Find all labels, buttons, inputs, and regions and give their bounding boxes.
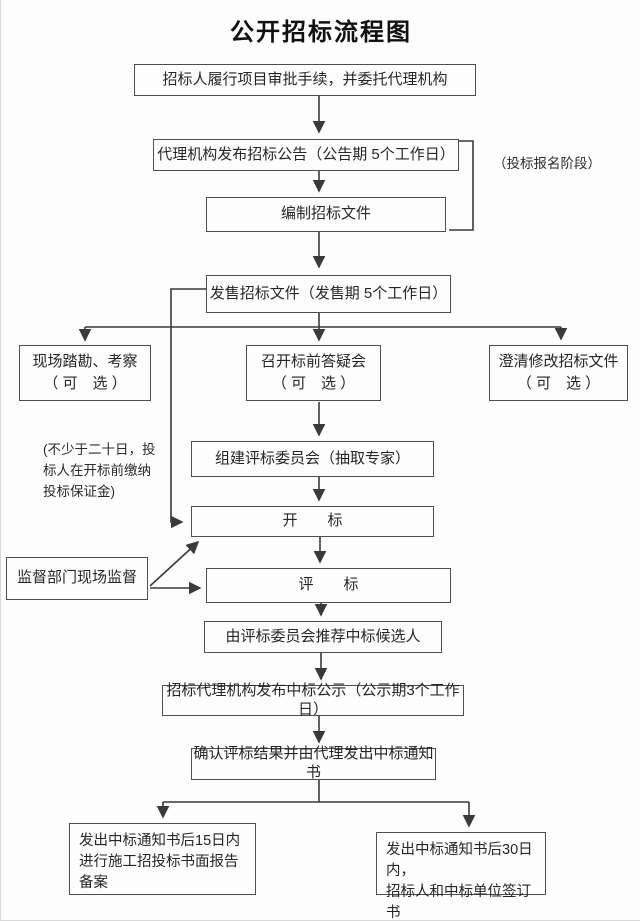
- node-site-survey-line2: （ 可 选 ）: [43, 374, 127, 392]
- node-supervision: 监督部门现场监督: [6, 557, 148, 600]
- node-committee: 组建评标委员会（抽取专家）: [191, 441, 434, 477]
- node-qa-meeting: 召开标前答疑会 （ 可 选 ）: [246, 345, 381, 401]
- node-recommend: 由评标委员会推荐中标候选人: [204, 621, 442, 653]
- node-site-survey-line1: 现场踏勘、考察: [32, 352, 138, 370]
- note-deposit-line1: (不少于二十日，投: [43, 442, 156, 457]
- node-committee-label: 组建评标委员会（抽取专家）: [214, 449, 410, 467]
- node-contract-line1: 发出中标通知书后30日内，: [386, 842, 533, 880]
- node-contract: 发出中标通知书后30日内， 招标人和中标单位签订书 面合同: [376, 832, 546, 920]
- note-deposit: (不少于二十日，投 标人在开标前缴纳 投标保证金): [43, 440, 156, 503]
- node-bid-opening-label: 开 标: [282, 512, 343, 530]
- node-approval-label: 招标人履行项目审批手续，并委托代理机构: [162, 70, 448, 88]
- node-supervision-label: 监督部门现场监督: [16, 569, 137, 587]
- node-announcement: 代理机构发布招标公告（公告期 5个工作日）: [153, 139, 459, 171]
- node-confirm-result-label: 确认评标结果并由代理发出中标通知书: [193, 745, 434, 781]
- node-filing: 发出中标通知书后15日内 进行施工招投标书面报告 备案: [69, 823, 256, 895]
- node-filing-line1: 发出中标通知书后15日内: [79, 833, 241, 849]
- node-recommend-label: 由评标委员会推荐中标候选人: [225, 627, 421, 645]
- node-prepare-docs: 编制招标文件: [206, 197, 446, 232]
- node-qa-meeting-line1: 召开标前答疑会: [260, 352, 366, 370]
- node-confirm-result: 确认评标结果并由代理发出中标通知书: [191, 745, 436, 781]
- arrow-supervision-to-bid-opening: [149, 540, 200, 587]
- node-publicity: 招标代理机构发布中标公示（公示期3个工作日）: [162, 682, 464, 718]
- node-sell-docs: 发售招标文件（发售期 5个工作日）: [206, 275, 451, 313]
- node-clarify-docs: 澄清修改招标文件 （ 可 选 ）: [489, 345, 628, 401]
- node-bid-evaluation-label: 评 标: [298, 576, 359, 594]
- node-contract-line2: 招标人和中标单位签订书: [386, 884, 531, 921]
- node-site-survey: 现场踏勘、考察 （ 可 选 ）: [19, 345, 151, 401]
- note-registration-stage: （投标报名阶段）: [493, 156, 601, 171]
- node-sell-docs-label: 发售招标文件（发售期 5个工作日）: [209, 284, 448, 302]
- node-clarify-docs-line1: 澄清修改招标文件: [498, 352, 619, 370]
- node-approval: 招标人履行项目审批手续，并委托代理机构: [134, 64, 476, 96]
- node-filing-line3: 备案: [79, 875, 108, 892]
- node-filing-line2: 进行施工招投标书面报告: [79, 854, 239, 871]
- node-prepare-docs-label: 编制招标文件: [280, 205, 371, 223]
- node-bid-evaluation: 评 标: [206, 568, 451, 603]
- bypass-sell-to-bid-opening: [170, 288, 206, 529]
- node-qa-meeting-line2: （ 可 选 ）: [271, 374, 356, 392]
- node-bid-opening: 开 标: [191, 506, 434, 537]
- node-clarify-docs-line2: （ 可 选 ）: [516, 374, 601, 392]
- note-deposit-line3: 投标保证金): [43, 483, 115, 499]
- node-publicity-label: 招标代理机构发布中标公示（公示期3个工作日）: [166, 681, 460, 718]
- note-deposit-line2: 标人在开标前缴纳: [43, 462, 151, 478]
- bracket-registration-stage: [449, 140, 474, 231]
- node-announcement-label: 代理机构发布招标公告（公告期 5个工作日）: [157, 145, 455, 163]
- page-title: 公开招标流程图: [230, 19, 412, 46]
